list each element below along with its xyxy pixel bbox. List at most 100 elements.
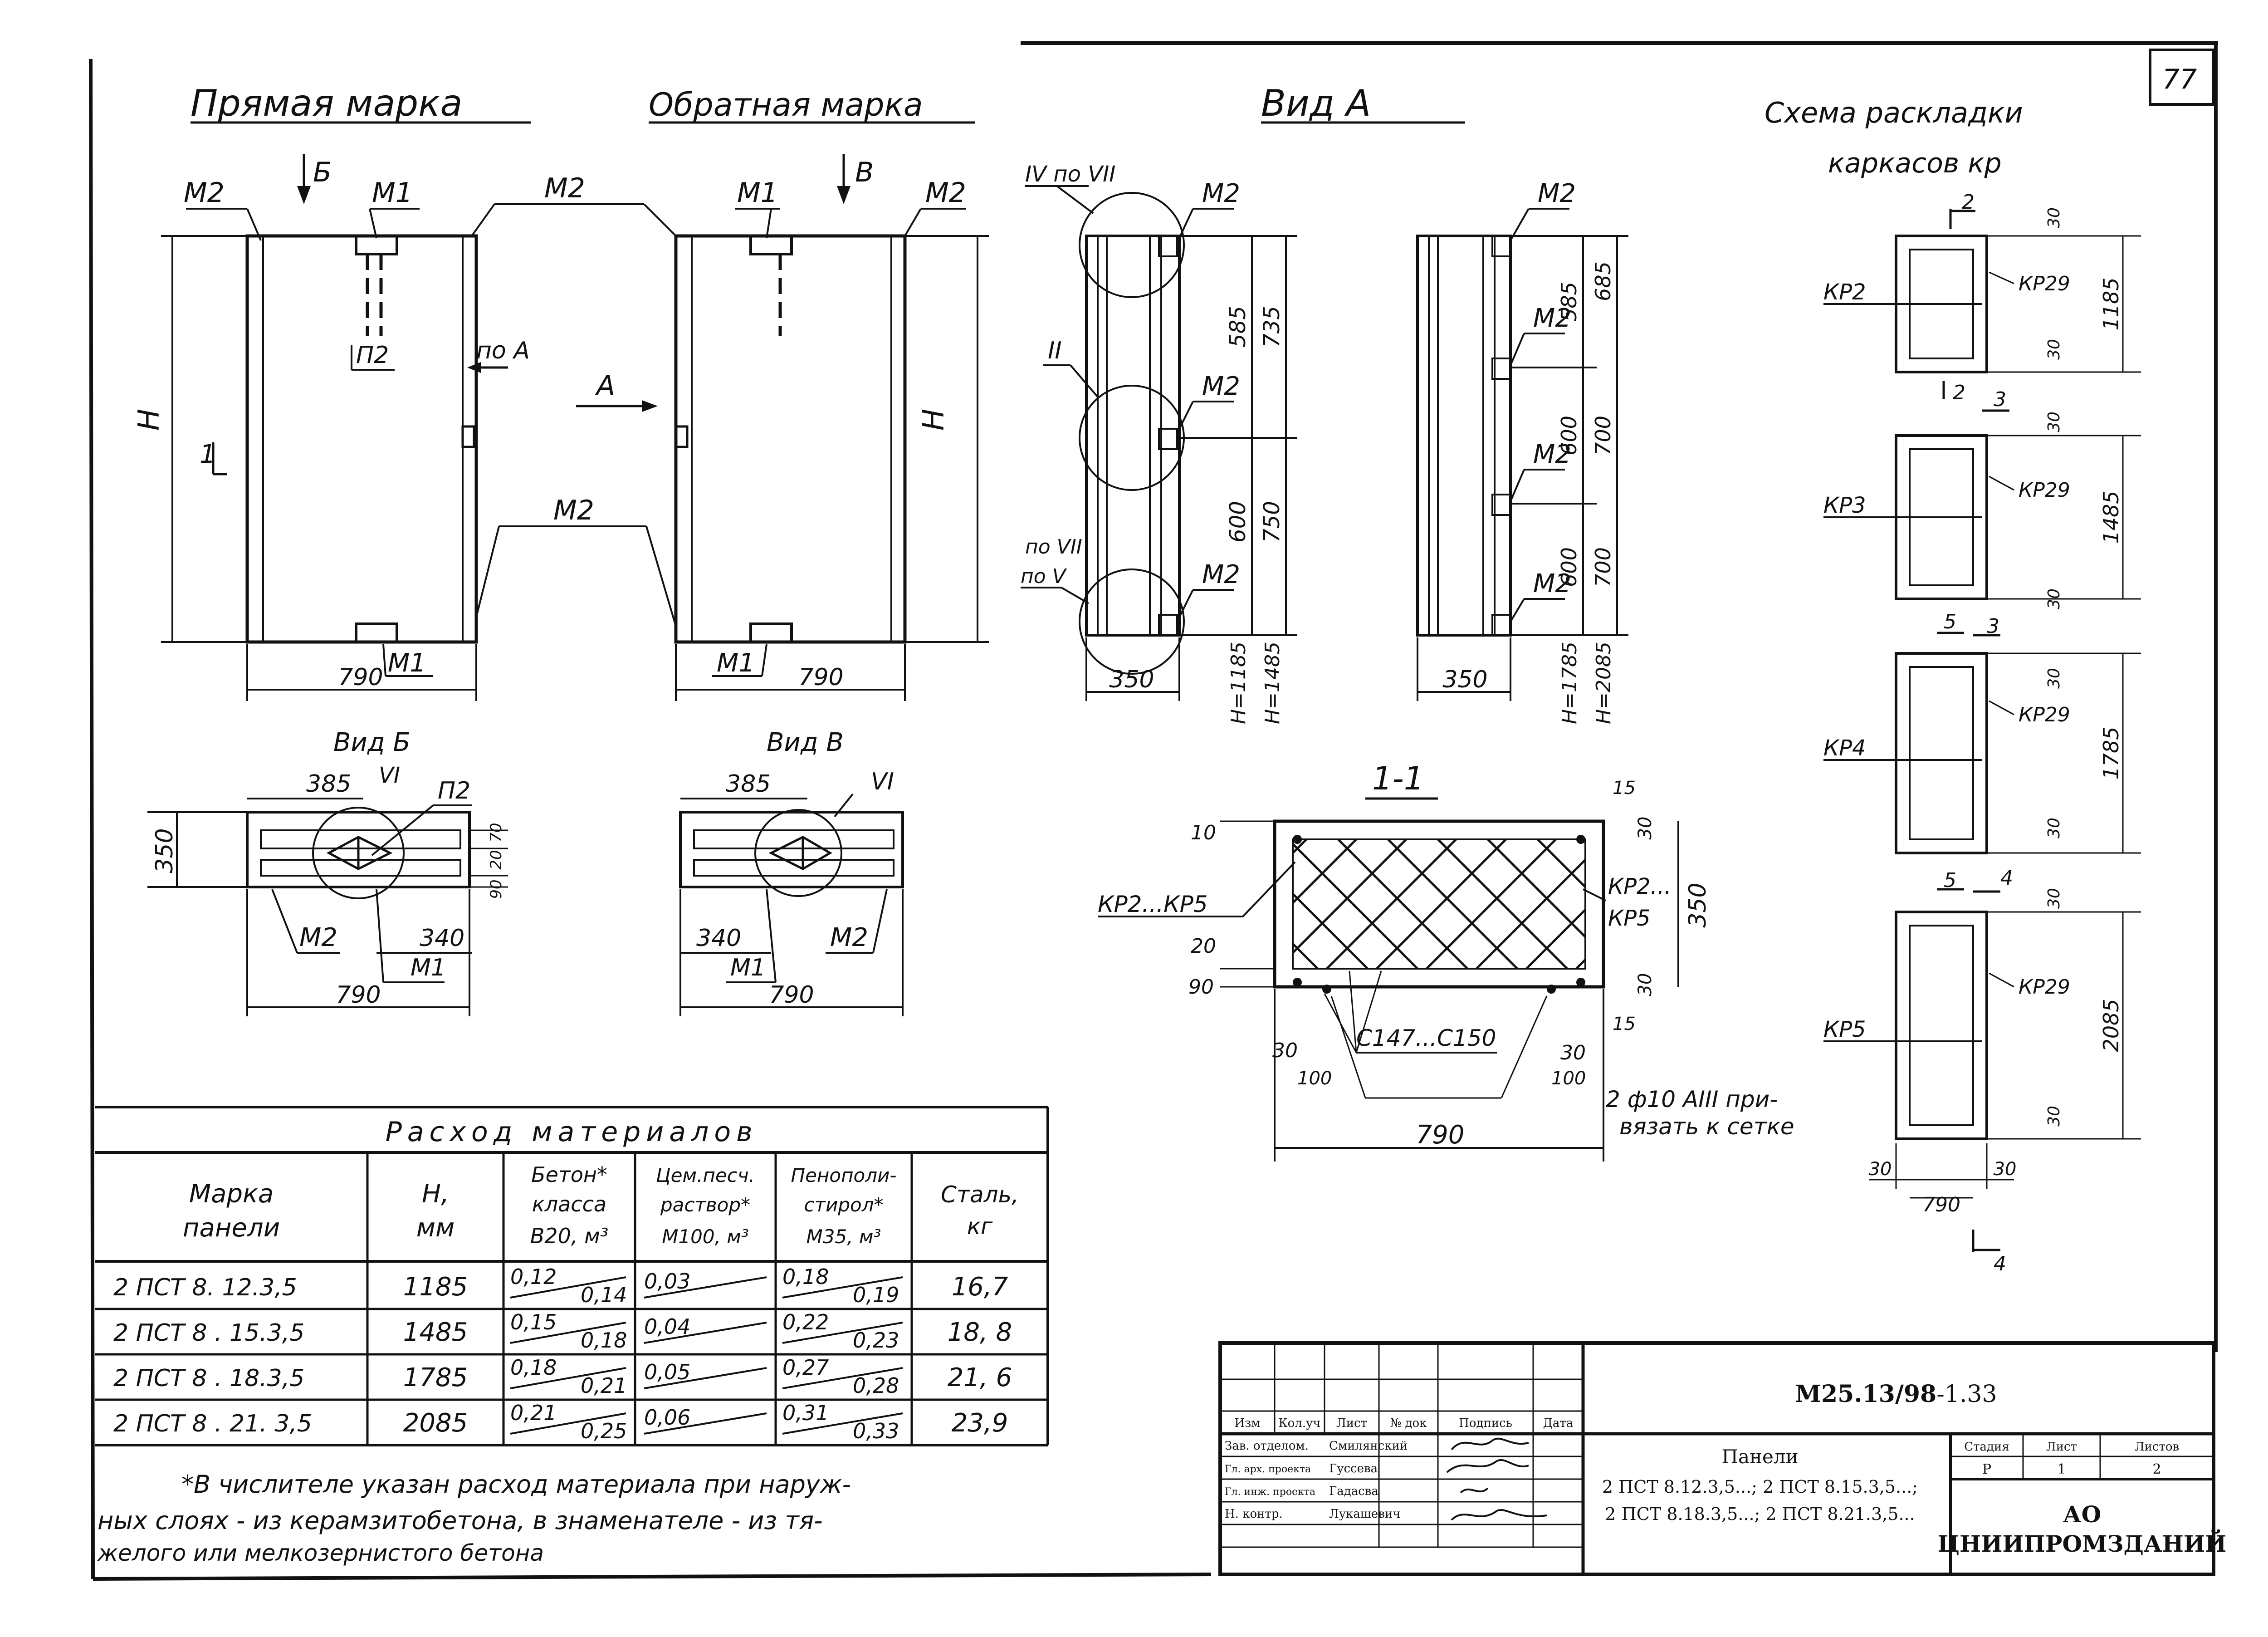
tb-head-ndok: № док <box>1390 1416 1427 1430</box>
dim-h1485: Н=1485 <box>1261 642 1284 724</box>
row-h: 1485 <box>403 1318 468 1347</box>
tb-name-3: Гадасва <box>1329 1485 1378 1498</box>
label-kp29-c: КР29 <box>2019 703 2070 726</box>
tb-head-koluch: Кол.уч <box>1278 1416 1320 1430</box>
dim-90-sec: 90 <box>1188 975 1214 999</box>
row-mark: 2 ПСТ 8. 12.3,5 <box>113 1274 297 1301</box>
header-steel-1: Сталь, <box>941 1181 1019 1208</box>
dim-30-right: 30 <box>1994 1159 2017 1180</box>
tb-org-2: ЦНИИПРОМЗДАНИЙ <box>1938 1529 2227 1557</box>
view-a-title: Вид А <box>1261 82 1371 124</box>
reverse-mark-view: Обратная марка М1 В М2 Н 790 М1 <box>649 86 989 701</box>
direct-mark-view: Прямая марка М2 М1 П2 Б Н 1 790 М1 <box>132 82 531 701</box>
tb-sheet: 1 <box>2057 1461 2066 1477</box>
dim-20-vb: 20 <box>487 850 505 869</box>
row-foam-den: 0,28 <box>853 1373 899 1398</box>
row-foam-den: 0,19 <box>853 1283 899 1307</box>
tb-role-1: Зав. отделом. <box>1225 1439 1309 1453</box>
row-concrete-num: 0,21 <box>510 1401 557 1425</box>
dim-30-bottom: 30 <box>1635 973 1656 996</box>
dim-15-top: 15 <box>1613 778 1636 799</box>
header-mark-2: панели <box>183 1213 280 1243</box>
tb-name-1: Смилянский <box>1329 1439 1408 1453</box>
dim-30-sec-right: 30 <box>1560 1041 1586 1064</box>
scheme-title-2: каркасов кр <box>1828 147 2002 179</box>
row-foam-num: 0,22 <box>782 1310 829 1334</box>
row-concrete-den: 0,14 <box>581 1283 627 1307</box>
view-v-title: Вид В <box>767 728 844 757</box>
row-foam-num: 0,18 <box>782 1265 829 1289</box>
label-m2-vb-3: М2 <box>1533 440 1571 469</box>
dim-790-scheme: 790 <box>1922 1193 1960 1216</box>
label-v: В <box>855 157 874 188</box>
dim-30-top: 30 <box>1635 817 1656 840</box>
dim-350-sec: 350 <box>1684 882 1711 927</box>
row-mortar: 0,03 <box>644 1269 690 1294</box>
header-concrete-2: класса <box>532 1192 606 1216</box>
header-mark-1: Марка <box>189 1179 274 1209</box>
header-mortar-2: раствор* <box>660 1194 750 1216</box>
tb-org-1: АО <box>2063 1501 2101 1528</box>
dim-350-a: 350 <box>1109 666 1154 693</box>
dim-30-kp5-bot: 30 <box>2045 1106 2063 1127</box>
dim-600-a: 600 <box>1225 501 1251 543</box>
sheet-frame: 77 <box>89 41 2218 1581</box>
row-steel: 21, 6 <box>948 1363 1012 1392</box>
tb-head-data: Дата <box>1543 1416 1574 1430</box>
dim-30-kp3-bot: 30 <box>2045 588 2063 609</box>
dim-700-b1: 700 <box>1591 416 1615 456</box>
row-foam-num: 0,31 <box>782 1401 829 1425</box>
header-foam-2: стирол* <box>804 1194 883 1216</box>
dim-30-kp2-bot: 30 <box>2045 339 2063 360</box>
dim-600-b2: 600 <box>1557 547 1581 587</box>
label-c147: С147...С150 <box>1356 1025 1496 1051</box>
row-h: 1185 <box>403 1272 468 1302</box>
row-mark: 2 ПСТ 8 . 18.3,5 <box>113 1365 304 1392</box>
cut-3-top: 3 <box>1994 388 2006 411</box>
tb-name-2: Гуссева <box>1329 1462 1378 1475</box>
tb-stage-label: Стадия <box>1964 1440 2009 1454</box>
tb-name-4: Лукашевич <box>1329 1507 1400 1521</box>
table-note-1: *В числителе указан расход материала при… <box>181 1470 851 1499</box>
dim-2085-scheme: 2085 <box>2099 999 2123 1052</box>
dim-585-b: 585 <box>1557 282 1581 322</box>
tb-doc-title: Панели <box>1721 1446 1798 1468</box>
label-po-vii: по VII <box>1025 535 1082 559</box>
label-kp4: КР4 <box>1823 735 1866 761</box>
sheet-number: 77 <box>2162 64 2197 95</box>
label-kp5-right: КР5 <box>1608 906 1651 931</box>
header-h-2: мм <box>416 1213 455 1243</box>
label-iv-po-vii: IV по VII <box>1025 162 1115 187</box>
row-mortar: 0,05 <box>644 1360 690 1384</box>
title-block: Изм Кол.уч Лист № док Подпись Дата Зав. … <box>1218 1341 2227 1576</box>
label-m2-v: М2 <box>830 923 868 952</box>
label-a-arrow: А <box>595 370 615 402</box>
label-kp3: КР3 <box>1823 493 1866 518</box>
dim-600-b1: 600 <box>1557 416 1581 456</box>
label-m2-vb-1: М2 <box>1538 179 1576 208</box>
dim-10-sec: 10 <box>1191 821 1216 844</box>
row-concrete-den: 0,25 <box>581 1419 627 1443</box>
frames-scheme: Схема раскладки каркасов кр 1185 30 30 К… <box>1765 96 2141 1275</box>
signatures <box>1446 1437 1547 1521</box>
tb-doc-line-2: 2 ПСТ 8.18.3,5...; 2 ПСТ 8.21.3,5... <box>1605 1504 1915 1524</box>
dim-30-left: 30 <box>1869 1159 1892 1180</box>
row-mortar: 0,06 <box>644 1405 690 1430</box>
tb-role-3: Гл. инж. проекта <box>1225 1486 1315 1498</box>
label-kp29-d: КР29 <box>2019 975 2070 999</box>
tb-stage: Р <box>1982 1461 1991 1477</box>
dim-385-b: 385 <box>306 770 351 798</box>
row-mark: 2 ПСТ 8 . 21. 3,5 <box>113 1410 312 1437</box>
dim-790-vb: 790 <box>336 981 381 1009</box>
direct-mark-title: Прямая марка <box>191 82 463 124</box>
dim-1785-scheme: 1785 <box>2099 726 2123 779</box>
dim-100-sec-left: 100 <box>1297 1068 1332 1089</box>
tb-head-podpis: Подпись <box>1459 1416 1512 1430</box>
row-concrete-den: 0,18 <box>581 1328 627 1353</box>
row-h: 1785 <box>403 1363 468 1392</box>
dim-30-kp2-top: 30 <box>2045 207 2063 228</box>
dim-735-a: 735 <box>1259 306 1285 348</box>
row-mortar: 0,04 <box>644 1314 690 1339</box>
dim-90-vb: 90 <box>487 879 505 899</box>
